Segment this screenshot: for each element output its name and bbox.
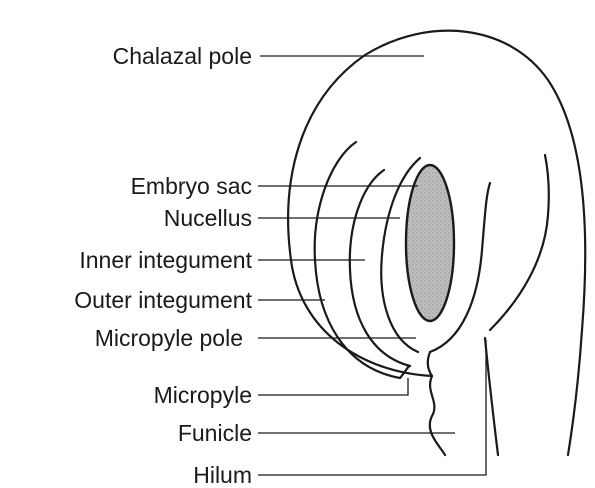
inner-integument-label: Inner integument [79, 247, 252, 273]
nucellus-label: Nucellus [164, 205, 252, 231]
funicle-outline [430, 376, 445, 455]
funicle-label: Funicle [178, 420, 252, 446]
chalazal-pole-label: Chalazal pole [113, 43, 252, 69]
embryo-sac-label: Embryo sac [131, 173, 252, 199]
micropyle-leader [258, 378, 408, 395]
embryo-sac-shape [406, 165, 454, 321]
funicle-side-outline [485, 338, 498, 455]
hilum-leader [258, 340, 486, 475]
hilum-label: Hilum [193, 462, 252, 488]
outer-integument-label: Outer integument [74, 287, 252, 313]
funicle-inner-edge-outline [490, 155, 549, 330]
inner-integument-outline [350, 170, 410, 366]
micropyle-label: Micropyle [154, 382, 252, 408]
micropyle-pole-label: Micropyle pole [95, 325, 243, 351]
